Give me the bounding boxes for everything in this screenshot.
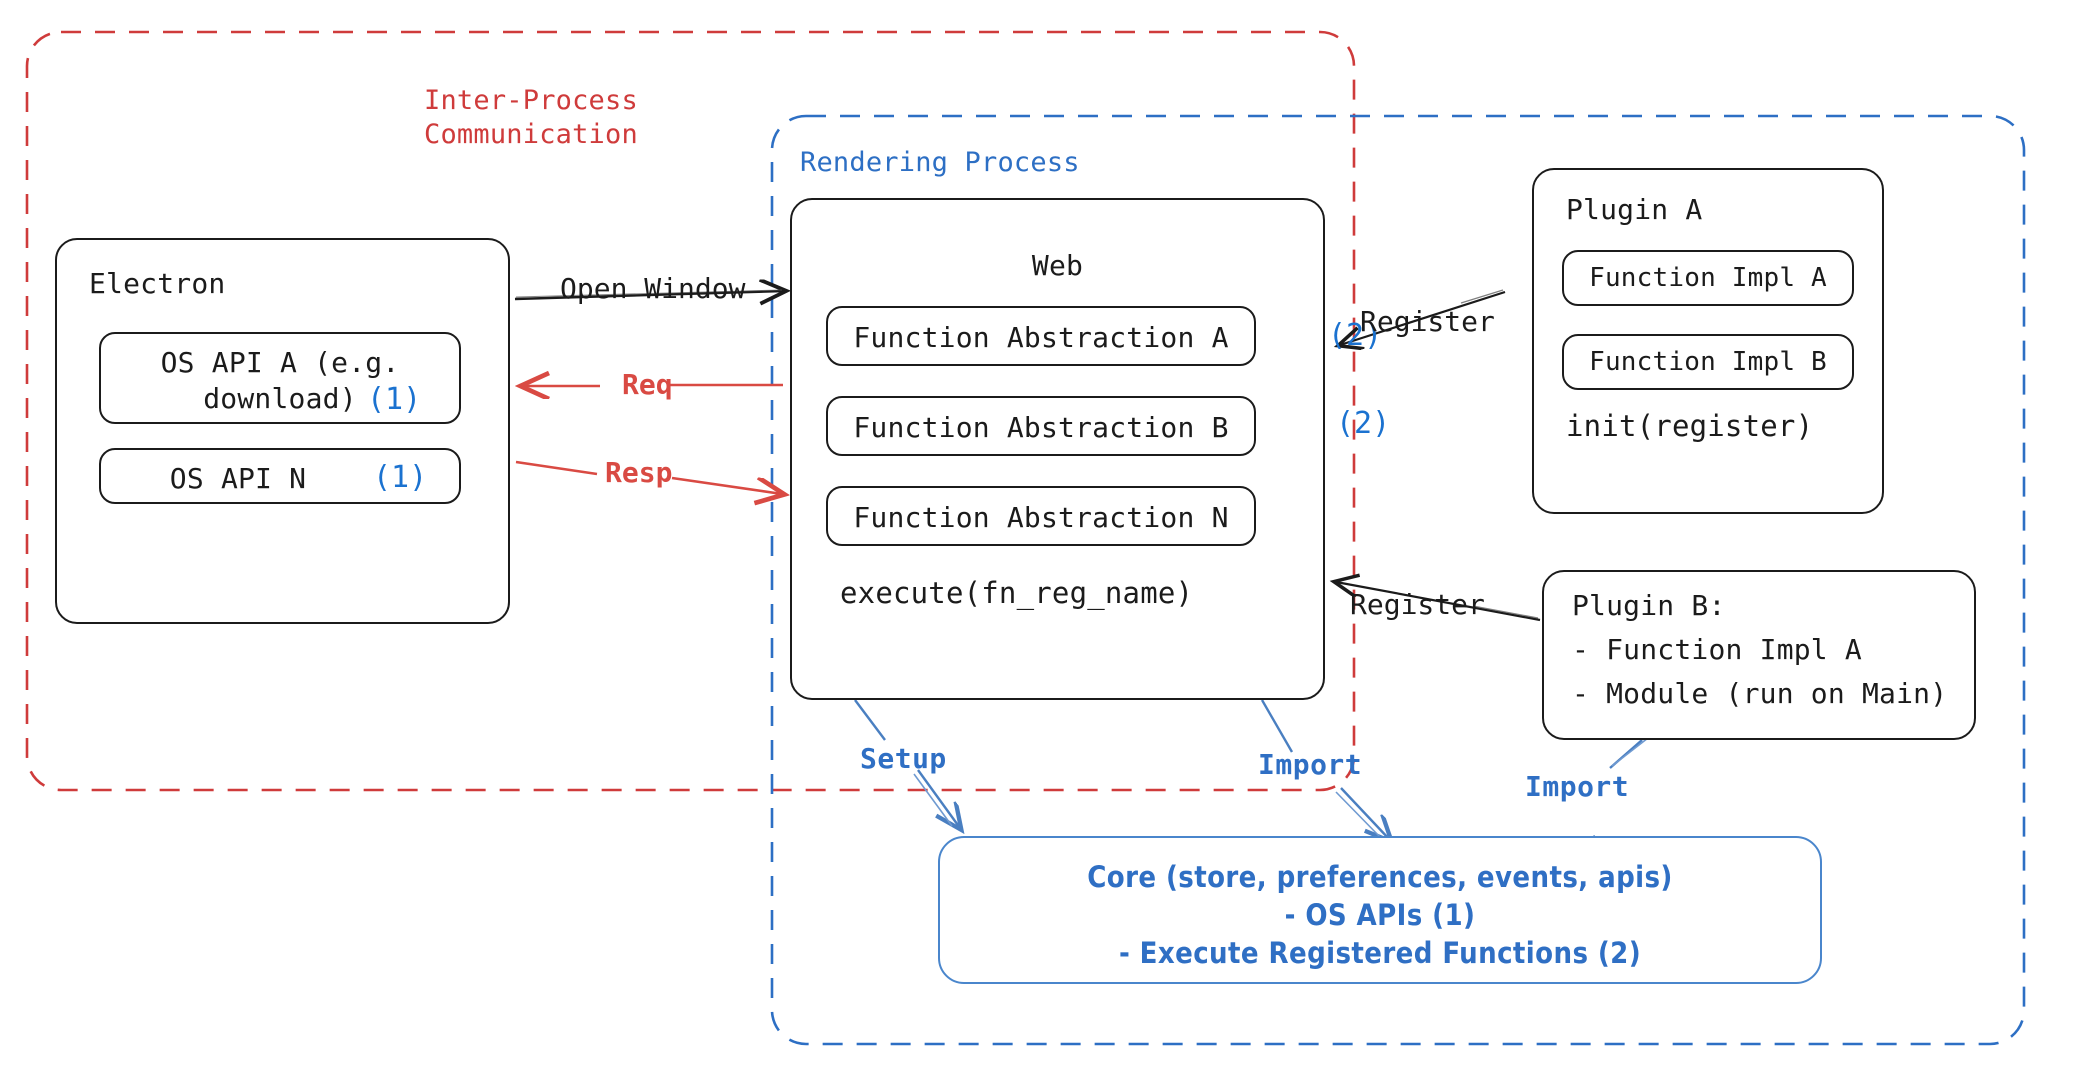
node-web[interactable]: Web Function Abstraction A Function Abst…	[790, 198, 1325, 700]
function-impl-a-label: Function Impl A	[1589, 263, 1827, 293]
edge-label-setup: Setup	[860, 742, 947, 775]
node-function-impl-b[interactable]: Function Impl B	[1562, 334, 1854, 390]
plugin-b-title: Plugin B:	[1572, 589, 1726, 622]
function-abstraction-a-label: Function Abstraction A	[853, 321, 1229, 354]
edge-import-plugin-stub	[1609, 739, 1643, 769]
node-core[interactable]: Core (store, preferences, events, apis) …	[938, 836, 1822, 984]
os-api-a-label: OS API A (e.g. download)	[160, 346, 400, 415]
function-abstraction-a-badge: (2)	[1328, 318, 1383, 353]
os-api-n-label: OS API N	[169, 462, 307, 495]
os-api-a-badge: (1)	[367, 382, 422, 417]
function-abstraction-b-badge: (2)	[1336, 406, 1391, 441]
edge-label-register-plugin-a: Register	[1360, 305, 1495, 338]
edge-resp-right	[671, 476, 782, 494]
function-abstraction-b-label: Function Abstraction B	[853, 411, 1229, 444]
function-impl-b-label: Function Impl B	[1589, 347, 1827, 377]
edge-setup	[917, 769, 960, 828]
web-title: Web	[1031, 249, 1084, 282]
core-line-execute: - Execute Registered Functions (2)	[1118, 936, 1642, 970]
edge-label-register-plugin-b: Register	[1350, 588, 1485, 621]
edge-label-req: Req	[622, 368, 673, 401]
edge-import-web	[1340, 787, 1390, 840]
plugin-a-footer-init: init(register)	[1566, 409, 1814, 443]
os-api-n-badge: (1)	[373, 460, 428, 495]
plugin-b-line-module: - Module (run on Main)	[1572, 677, 1948, 710]
electron-title: Electron	[89, 267, 226, 300]
edge-label-import-plugin-b: Import	[1525, 770, 1630, 803]
node-function-abstraction-n[interactable]: Function Abstraction N	[826, 486, 1256, 546]
node-plugin-b[interactable]: Plugin B: - Function Impl A - Module (ru…	[1542, 570, 1976, 740]
group-label-ipc: Inter-Process Communication	[424, 85, 638, 150]
core-line-main: Core (store, preferences, events, apis)	[1087, 860, 1673, 894]
plugin-a-title: Plugin A	[1566, 193, 1703, 226]
function-abstraction-n-label: Function Abstraction N	[853, 501, 1229, 534]
node-function-abstraction-b[interactable]: Function Abstraction B	[826, 396, 1256, 456]
plugin-b-line-function-impl-a: - Function Impl A	[1572, 633, 1862, 666]
node-electron[interactable]: Electron OS API A (e.g. download) (1) OS…	[55, 238, 510, 624]
node-plugin-a[interactable]: Plugin A Function Impl A Function Impl B…	[1532, 168, 1884, 514]
web-footer-execute: execute(fn_reg_name)	[840, 576, 1194, 610]
group-label-rendering-process: Rendering Process	[800, 147, 1080, 178]
node-function-abstraction-a[interactable]: Function Abstraction A	[826, 306, 1256, 366]
edge-resp-left	[515, 460, 598, 476]
edge-label-import-web: Import	[1258, 748, 1363, 781]
core-line-os-apis: - OS APIs (1)	[1284, 898, 1476, 932]
edge-setup-stub	[854, 699, 886, 741]
edge-import-web-stub	[1260, 699, 1294, 753]
edge-label-resp: Resp	[605, 456, 673, 489]
edge-label-open-window: Open Window	[560, 272, 746, 305]
node-function-impl-a[interactable]: Function Impl A	[1562, 250, 1854, 306]
node-os-api-a[interactable]: OS API A (e.g. download)	[99, 332, 461, 424]
node-os-api-n[interactable]: OS API N	[99, 448, 461, 504]
